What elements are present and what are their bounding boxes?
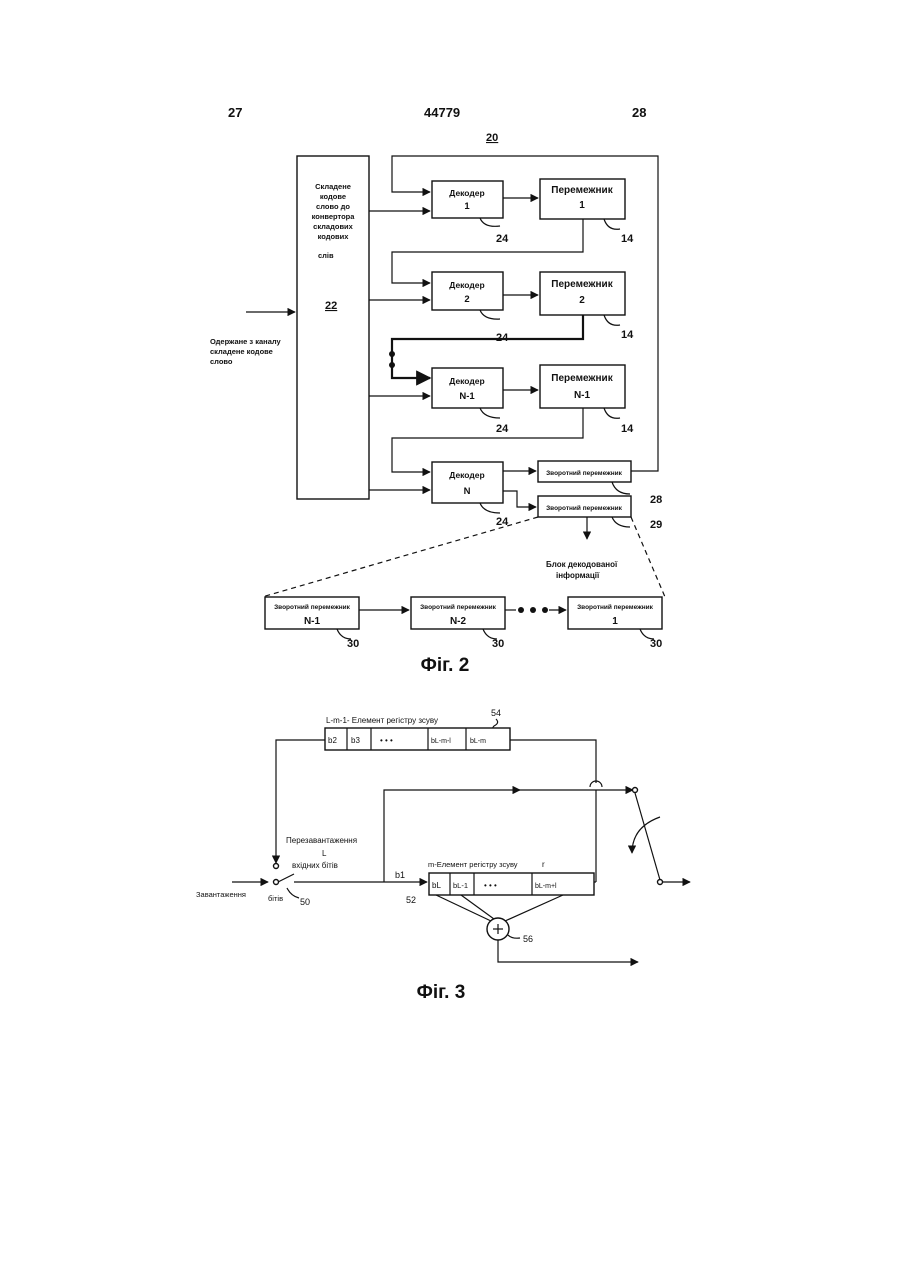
- decoder-1: [432, 181, 503, 218]
- top-cell-1: b2: [328, 736, 337, 745]
- svg-text:кодових: кодових: [318, 232, 350, 241]
- bottom-cell-1: bL: [432, 881, 441, 890]
- svg-text:слів: слів: [318, 251, 334, 260]
- deinterleaver-29-ref: 29: [650, 519, 662, 531]
- chain-1-ref: 30: [347, 638, 359, 650]
- interleaver-2-ref: 14: [621, 329, 634, 341]
- fig3-connections: [232, 740, 690, 962]
- interleaver-1-ref: 14: [621, 233, 634, 245]
- svg-text:слово до: слово до: [316, 202, 350, 211]
- decoder-1-idx: 1: [464, 201, 470, 212]
- ref-56: 56: [523, 934, 533, 944]
- page-number-left: 27: [228, 105, 242, 120]
- decoder-n-ref: 24: [496, 516, 509, 528]
- interleaver-n-1-ref: 14: [621, 423, 634, 435]
- input-label: Одержане з каналу складене кодове слово: [210, 337, 282, 366]
- decoder-n-1-leader: [480, 408, 500, 418]
- interleaver-n-1-idx: N-1: [574, 390, 591, 401]
- chain-2-ref: 30: [492, 638, 504, 650]
- deinterleaver-28-leader: [612, 482, 630, 494]
- ref-50: 50: [300, 897, 310, 907]
- svg-text:складових: складових: [313, 222, 354, 231]
- interleaver-1-name: Перемежник: [551, 185, 613, 196]
- chain-3-ref: 30: [650, 638, 662, 650]
- interleaver-n-1-name: Перемежник: [551, 373, 613, 384]
- decoder-n-name: Декодер: [449, 470, 484, 480]
- r-label: r: [542, 860, 545, 869]
- decoder-n-1-ref: 24: [496, 423, 509, 435]
- decoder-n-1: [432, 368, 503, 408]
- interleaver-n-1: [540, 365, 625, 408]
- chain-3-idx: 1: [612, 616, 618, 627]
- b1-label: b1: [395, 870, 405, 880]
- bottom-cell-4: bL-m+l: [535, 883, 557, 890]
- bottom-cell-2: bL-1: [453, 881, 468, 890]
- bits-label: бітів: [268, 894, 283, 903]
- top-cell-2: b3: [351, 736, 360, 745]
- decoder-2-idx: 2: [464, 294, 469, 305]
- top-cell-5: bL-m: [470, 738, 486, 745]
- svg-text:Складене: Складене: [315, 182, 351, 191]
- interleaver-2-leader: [604, 315, 620, 325]
- svg-text:інформації: інформації: [556, 571, 600, 580]
- svg-text:Перезавантаження: Перезавантаження: [286, 836, 357, 845]
- ref-54: 54: [491, 708, 501, 718]
- svg-text:вхідних бітів: вхідних бітів: [292, 861, 338, 870]
- decoder-n-leader: [480, 503, 500, 513]
- ref-50-leader: [287, 888, 299, 898]
- interleaver-2-name: Перемежник: [551, 279, 613, 290]
- chain-3-name: Зворотний перемежник: [577, 603, 654, 611]
- svg-text:Одержане з каналу: Одержане з каналу: [210, 337, 282, 346]
- ref-20: 20: [486, 132, 498, 144]
- load-label: Завантаження: [196, 890, 246, 899]
- chain-2-idx: N-2: [450, 616, 467, 627]
- bottom-cell-3: • • •: [484, 881, 497, 890]
- decoder-2-leader: [480, 310, 500, 319]
- decoder-1-name: Декодер: [449, 188, 484, 198]
- deinterleaver-28-name: Зворотний перемежник: [546, 469, 623, 477]
- decoder-n-idx: N: [464, 486, 471, 497]
- ref-52: 52: [406, 895, 416, 905]
- decoder-2-name: Декодер: [449, 280, 484, 290]
- page-number-right: 28: [632, 105, 646, 120]
- output-label: Блок декодованої інформації: [546, 560, 618, 580]
- top-cell-3: • • •: [380, 736, 393, 745]
- svg-text:Блок декодованої: Блок декодованої: [546, 560, 618, 569]
- decoder-1-leader: [480, 218, 500, 226]
- chain-1-idx: N-1: [304, 616, 321, 627]
- bottom-register-label: m-Елемент регістру зсуву: [428, 860, 518, 869]
- svg-text:кодове: кодове: [320, 192, 346, 201]
- interleaver-2-idx: 2: [579, 295, 585, 306]
- deinterleaver-29-name: Зворотний перемежник: [546, 504, 623, 512]
- interleaver-1-leader: [604, 219, 620, 229]
- deinterleaver-28-ref: 28: [650, 494, 662, 506]
- deinterleaver-29-leader: [612, 517, 630, 527]
- fig2-caption: Фіг. 2: [421, 655, 470, 676]
- svg-text:слово: слово: [210, 357, 233, 366]
- svg-text:L: L: [322, 849, 327, 858]
- ref-22: 22: [325, 300, 337, 312]
- interleaver-1-idx: 1: [579, 200, 585, 211]
- top-register-label: L-m-1- Елемент регістру зсуву: [326, 716, 438, 725]
- dashed-expansion-left: [262, 517, 538, 597]
- chain-1-name: Зворотний перемежник: [274, 603, 351, 611]
- decoder-n-1-idx: N-1: [459, 391, 475, 402]
- chain-2-name: Зворотний перемежник: [420, 603, 497, 611]
- top-cell-4: bL-m-l: [431, 738, 451, 745]
- interleaver-n-1-leader: [604, 408, 620, 418]
- patent-number: 44779: [424, 105, 460, 120]
- ref-56-leader: [508, 935, 520, 938]
- reload-label: Перезавантаження L вхідних бітів: [286, 836, 357, 870]
- decoder-1-ref: 24: [496, 233, 509, 245]
- svg-text:конвертора: конвертора: [312, 212, 356, 221]
- decoder-n-1-name: Декодер: [449, 376, 484, 386]
- fig3-caption: Фіг. 3: [417, 982, 466, 1003]
- svg-text:складене кодове: складене кодове: [210, 347, 273, 356]
